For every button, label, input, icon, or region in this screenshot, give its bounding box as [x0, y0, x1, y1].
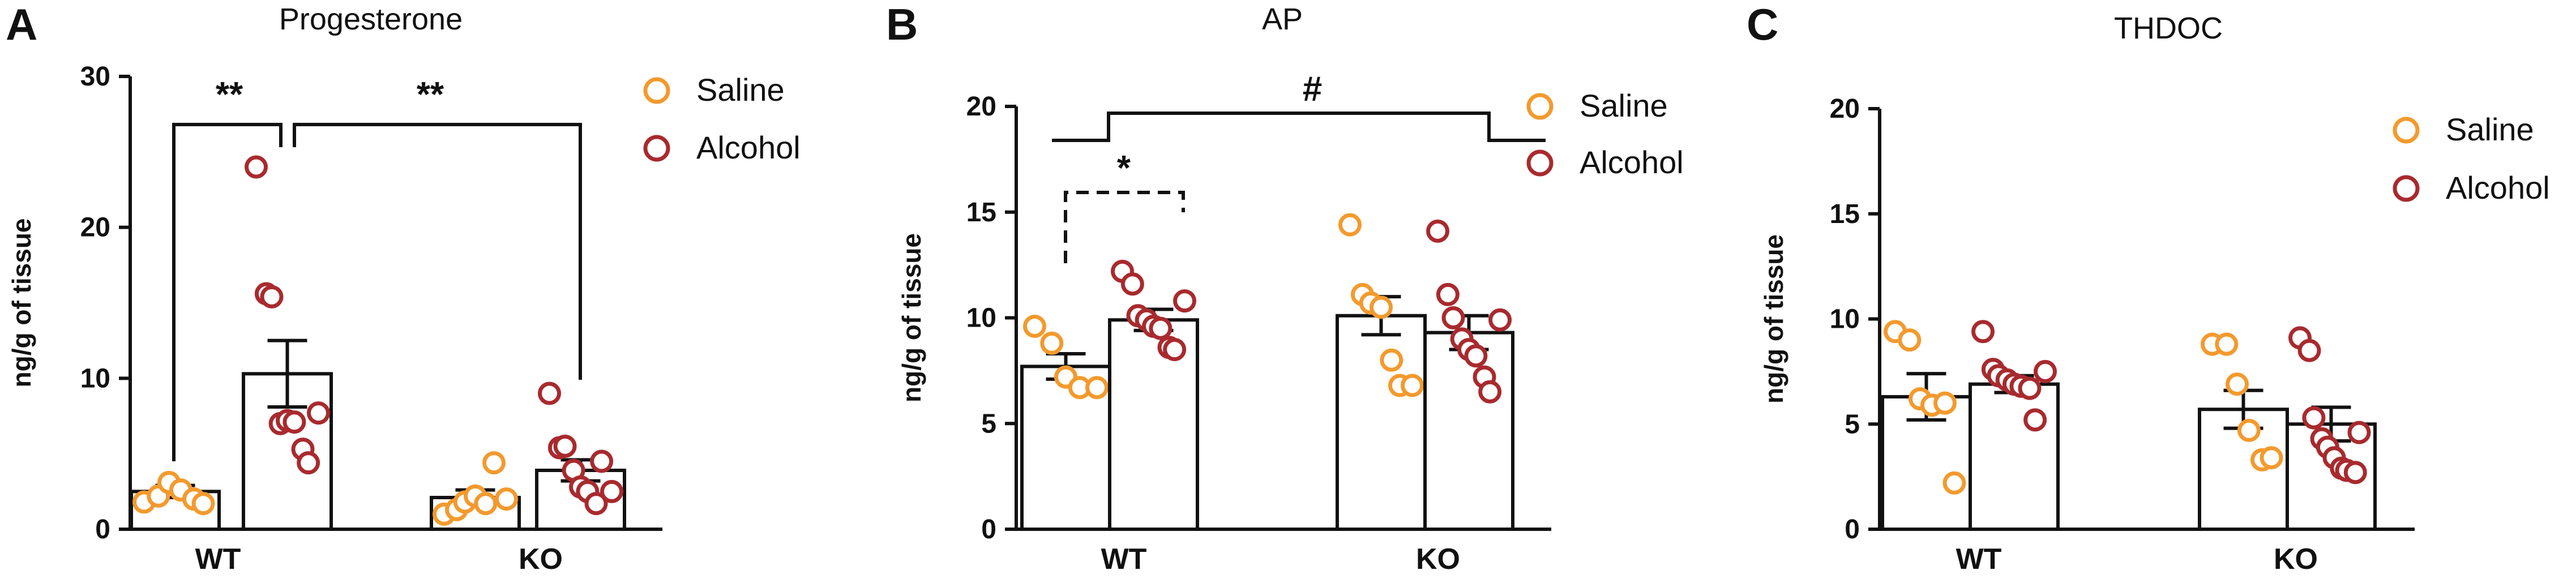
data-point-saline [1085, 376, 1109, 400]
panel-letter: C [1747, 0, 1778, 49]
y-tick-label: 10 [80, 363, 110, 393]
legend-marker-saline [643, 77, 670, 104]
data-point-alcohol [307, 401, 330, 425]
y-tick-label: 0 [95, 515, 110, 545]
data-point-saline [2260, 446, 2283, 470]
bar-saline-ko [1336, 314, 1427, 531]
y-tick-label: 30 [80, 62, 110, 92]
data-point-alcohol [245, 155, 268, 179]
data-point-alcohol [297, 451, 320, 475]
y-tick-label: 15 [966, 198, 996, 228]
y-tick-label: 10 [966, 303, 996, 333]
data-point-alcohol [2343, 461, 2367, 485]
data-point-alcohol [553, 434, 577, 458]
data-point-alcohol [590, 449, 614, 473]
data-point-saline [1040, 331, 1064, 355]
data-point-saline [482, 451, 506, 475]
x-category-label: KO [1416, 543, 1460, 576]
data-point-saline [2237, 418, 2261, 442]
data-point-alcohol [2018, 376, 2042, 400]
y-tick-label: 0 [1845, 515, 1860, 545]
legend-label: Alcohol [696, 130, 801, 165]
chart-title: AP [1262, 2, 1303, 36]
y-axis-label: ng/g of tissue [7, 218, 36, 388]
legend-label: Saline [2446, 112, 2534, 147]
data-point-alcohol [1464, 344, 1488, 368]
y-tick-label: 5 [981, 409, 996, 439]
y-tick-label: 0 [981, 515, 996, 545]
data-point-saline [2226, 372, 2249, 396]
significance-label: # [1303, 70, 1322, 109]
data-point-alcohol [260, 285, 284, 308]
data-point-saline [191, 492, 215, 516]
legend-marker-saline [2393, 117, 2420, 144]
data-point-saline [1401, 374, 1424, 397]
data-point-saline [2215, 332, 2239, 356]
x-category-label: KO [2274, 543, 2318, 576]
y-tick-label: 5 [1845, 409, 1860, 439]
panel-letter: B [886, 0, 918, 49]
legend-label: Alcohol [2446, 170, 2550, 205]
data-point-saline [1338, 213, 1362, 237]
legend-marker-alcohol [2393, 175, 2420, 202]
data-point-saline [1380, 348, 1403, 372]
significance-label: ** [417, 75, 444, 114]
data-point-saline [474, 492, 498, 516]
legend-label: Saline [1580, 88, 1668, 123]
x-category-label: WT [195, 543, 241, 576]
y-tick-label: 20 [1830, 94, 1860, 124]
legend-label: Saline [696, 72, 785, 108]
x-category-label: WT [1101, 543, 1147, 576]
data-point-alcohol [600, 479, 623, 503]
data-point-alcohol [1163, 338, 1187, 362]
x-category-label: WT [1956, 543, 2002, 576]
data-point-alcohol [538, 381, 561, 405]
data-point-saline [1933, 391, 1957, 415]
data-point-alcohol [2347, 421, 2371, 444]
significance-bracket [293, 123, 582, 380]
bar-alcohol-wt [1969, 382, 2060, 531]
y-axis-label: ng/g of tissue [1759, 234, 1788, 404]
data-point-saline [1898, 328, 1922, 352]
y-tick-label: 15 [1830, 199, 1860, 229]
data-point-alcohol [1436, 282, 1460, 306]
data-point-alcohol [1426, 219, 1449, 243]
data-point-alcohol [1971, 320, 1995, 344]
data-point-alcohol [1478, 380, 1502, 404]
panel-letter: A [6, 0, 37, 49]
data-point-saline [1370, 295, 1393, 319]
y-axis-label: ng/g of tissue [897, 233, 926, 402]
x-category-label: KO [519, 543, 563, 576]
significance-bracket-dashed [1064, 191, 1185, 263]
legend-marker-saline [1526, 93, 1554, 120]
significance-bracket [1052, 112, 1546, 142]
legend-marker-alcohol [643, 135, 670, 162]
data-point-alcohol [2034, 359, 2057, 383]
significance-label: * [1117, 149, 1131, 188]
legend-marker-alcohol [1526, 149, 1554, 177]
significance-bracket [172, 123, 283, 461]
legend-label: Alcohol [1580, 144, 1684, 180]
chart-title: THDOC [2114, 11, 2223, 45]
data-point-alcohol [1488, 308, 1512, 332]
y-tick-label: 20 [80, 213, 110, 243]
y-tick-label: 20 [966, 92, 996, 122]
data-point-alcohol [2297, 338, 2321, 362]
data-point-alcohol [2023, 408, 2047, 432]
data-point-alcohol [283, 410, 306, 434]
data-point-alcohol [2302, 406, 2326, 430]
data-point-saline [1942, 471, 1966, 495]
significance-label: ** [216, 75, 243, 114]
data-point-alcohol [1120, 272, 1144, 296]
data-point-alcohol [1173, 289, 1196, 313]
data-point-alcohol [584, 492, 608, 516]
y-tick-label: 10 [1830, 305, 1860, 335]
data-point-alcohol [1149, 316, 1173, 340]
data-point-saline [1023, 314, 1046, 338]
data-point-saline [495, 487, 518, 511]
chart-title: Progesterone [279, 2, 463, 36]
data-point-alcohol [1441, 306, 1465, 329]
